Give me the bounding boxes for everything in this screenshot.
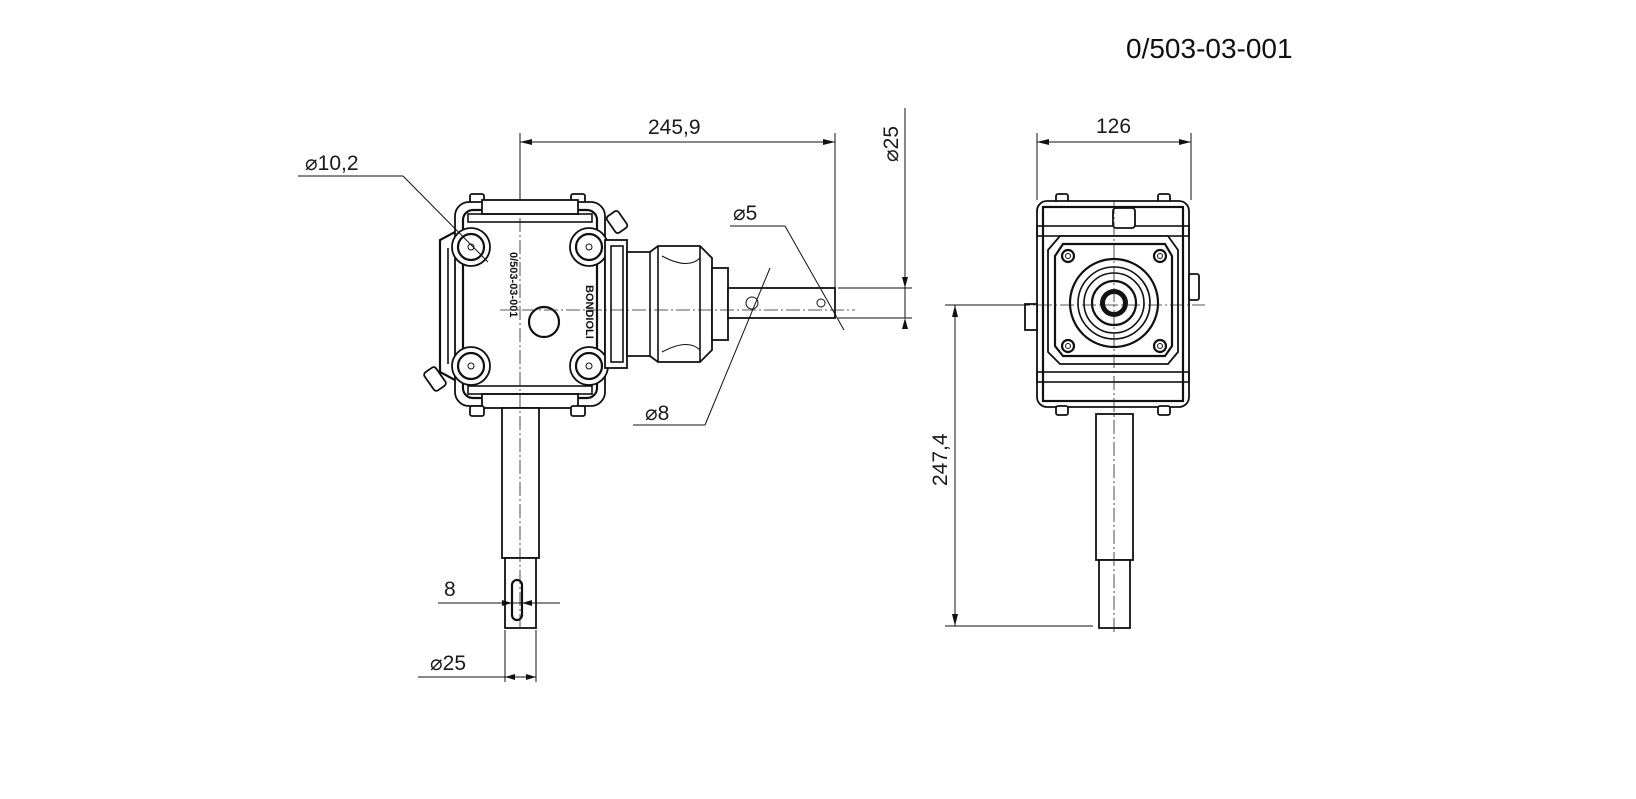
dim-pin-hole-5: ⌀5 [733,202,757,225]
dim-key-width: 8 [444,578,456,601]
boss-top-right [569,227,609,267]
brand-marking: BONDIOLI [583,285,595,339]
breather-plug-bottom [423,366,447,392]
dim-output-shaft-dia: ⌀25 [430,652,466,675]
dim-pin-hole-8: ⌀8 [645,402,669,425]
front-view-dimensions: 245,9 ⌀25 ⌀10,2 ⌀5 ⌀8 8 ⌀25 [298,108,912,682]
dim-input-shaft-dia: ⌀25 [880,126,903,162]
oil-plug-icon [527,305,561,339]
front-view-gearbox: 0/503-03-001 BONDIOLI [423,193,855,630]
dim-side-width: 126 [1096,115,1131,138]
part-number: 0/503-03-001 [1126,33,1293,64]
boss-bottom-left [451,346,491,386]
dim-input-hole-dia: ⌀10,2 [305,152,359,175]
dim-length-overall: 245,9 [648,116,701,139]
side-view-gearbox [950,193,1205,632]
housing-marking: 0/503-03-001 [507,252,519,317]
breather-plug-top [605,210,629,234]
boss-bottom-right [569,346,609,386]
dim-height: 247,4 [929,433,952,486]
boss-top-left [451,227,491,267]
side-view-dimensions: 126 247,4 [929,115,1192,627]
